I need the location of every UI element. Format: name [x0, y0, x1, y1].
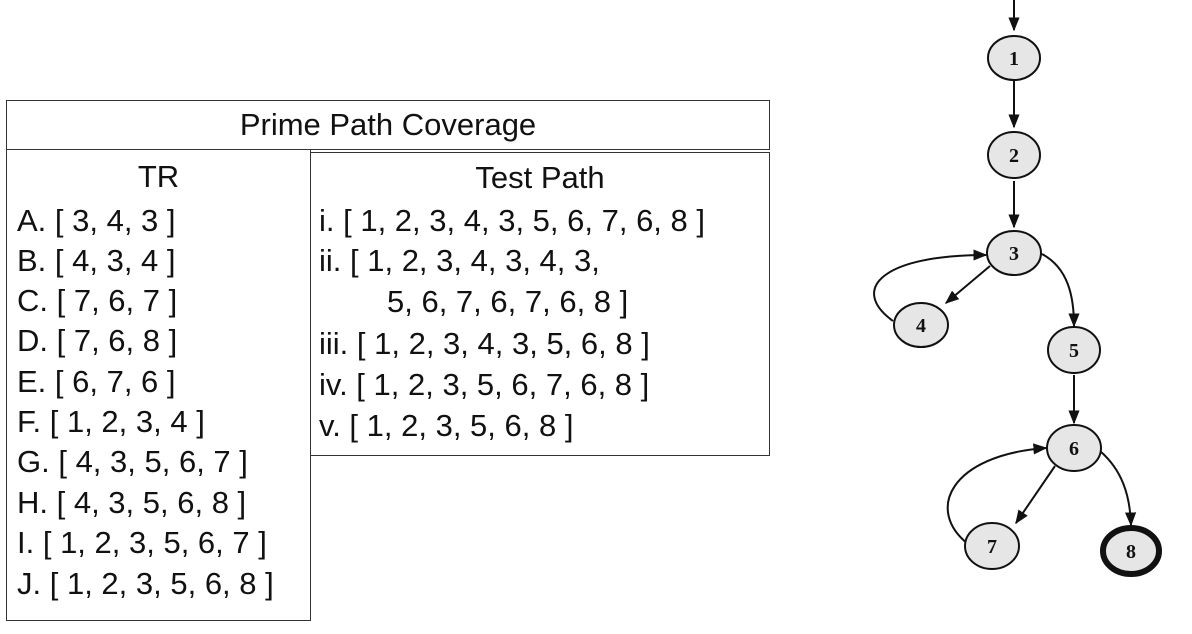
- test-path-iv: iv. [ 1, 2, 3, 5, 6, 7, 6, 8 ]: [319, 367, 650, 402]
- control-flow-graph: 1 2 3 4 5 6 7 8: [873, 0, 1162, 577]
- node-8: [1100, 525, 1162, 577]
- tr-row-b: B. [ 4, 3, 4 ]: [17, 243, 176, 278]
- node-6-label: 6: [1069, 438, 1079, 460]
- test-path-ii-line-1: ii. [ 1, 2, 3, 4, 3, 4, 3,: [319, 243, 600, 278]
- tr-row-i: I. [ 1, 2, 3, 5, 6, 7 ]: [17, 525, 267, 560]
- test-path-v: v. [ 1, 2, 3, 5, 6, 8 ]: [319, 408, 574, 443]
- test-path-iii: iii. [ 1, 2, 3, 4, 3, 5, 6, 8 ]: [319, 326, 650, 361]
- node-8-label: 8: [1126, 541, 1136, 563]
- tr-row-d: D. [ 7, 6, 8 ]: [17, 323, 178, 358]
- node-3-label: 3: [1009, 243, 1019, 265]
- test-path-header: Test Path: [475, 160, 605, 195]
- edge-6-7: [1015, 465, 1056, 525]
- node-3: [986, 230, 1042, 276]
- tr-row-g: G. [ 4, 3, 5, 6, 7 ]: [17, 444, 248, 479]
- tr-row-h: H. [ 4, 3, 5, 6, 8 ]: [17, 485, 247, 520]
- test-path-ii-line-2: 5, 6, 7, 6, 7, 6, 8 ]: [387, 284, 629, 319]
- tr-row-e: E. [ 6, 7, 6 ]: [17, 364, 176, 399]
- node-5: [1047, 326, 1101, 374]
- test-path-i: i. [ 1, 2, 3, 4, 3, 5, 6, 7, 6, 8 ]: [319, 203, 706, 238]
- node-6: [1046, 424, 1102, 472]
- node-2: [987, 131, 1041, 179]
- node-4-label: 4: [916, 315, 926, 337]
- edge-3-5: [1041, 253, 1080, 328]
- node-1: [987, 35, 1041, 81]
- node-4: [893, 302, 949, 348]
- node-7: [964, 522, 1020, 570]
- node-1-label: 1: [1009, 48, 1019, 70]
- node-7-label: 7: [987, 536, 997, 558]
- node-5-label: 5: [1069, 340, 1079, 362]
- node-2-label: 2: [1009, 145, 1019, 167]
- tr-row-c: C. [ 7, 6, 7 ]: [17, 283, 178, 318]
- tr-row-a: A. [ 3, 4, 3 ]: [17, 203, 176, 238]
- tr-column: TR A. [ 3, 4, 3 ] B. [ 4, 3, 4 ] C. [ 7,…: [6, 149, 311, 621]
- edge-7-6: [946, 443, 1048, 545]
- edge-4-3: [873, 249, 988, 322]
- tr-row-f: F. [ 1, 2, 3, 4 ]: [17, 404, 205, 439]
- edge-6-8: [1099, 450, 1137, 527]
- tr-row-j: J. [ 1, 2, 3, 5, 6, 8 ]: [17, 566, 274, 601]
- table-title-text: Prime Path Coverage: [239, 107, 537, 142]
- test-path-column: Test Path i. [ 1, 2, 3, 4, 3, 5, 6, 7, 6…: [310, 152, 770, 456]
- tr-header: TR: [137, 159, 180, 194]
- edge-3-4: [944, 265, 991, 304]
- table-title: Prime Path Coverage: [6, 100, 770, 150]
